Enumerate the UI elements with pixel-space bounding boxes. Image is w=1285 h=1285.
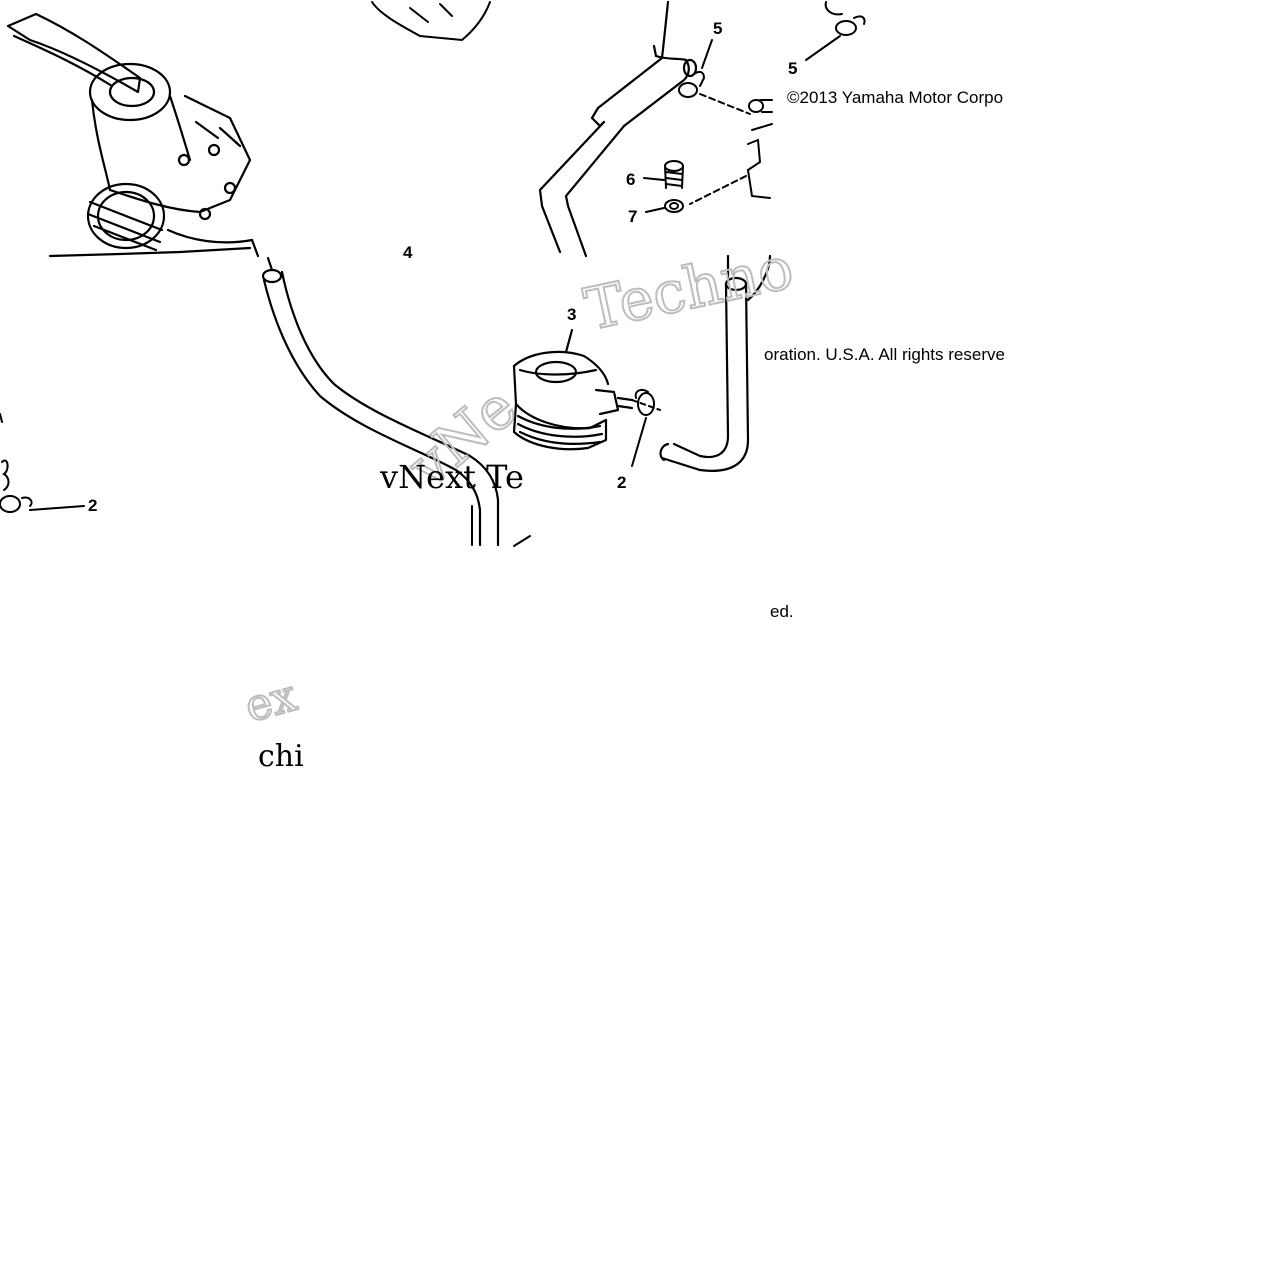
- washer-part-7-drawing: [645, 199, 684, 213]
- callout-6: 6: [626, 170, 635, 189]
- clamp-part-2-left-drawing: [0, 413, 85, 513]
- fuel-pump-part-3-drawing: [512, 328, 634, 451]
- hose-part-4-drawing: [261, 256, 500, 547]
- copyright-line-2: oration. U.S.A. All rights reserve: [764, 345, 1005, 364]
- engine-fragment-drawing: [371, 1, 491, 42]
- callout-5-upper: 5: [713, 19, 722, 38]
- watermark-text-ex: ex: [240, 670, 302, 732]
- bolt-part-6-drawing: [643, 160, 684, 189]
- clamp-part-2-drawing: [631, 389, 661, 467]
- watermark-text-chi: chi: [258, 739, 304, 774]
- watermark-text-techno: Techno: [579, 233, 799, 343]
- callout-2-left: 2: [88, 496, 97, 515]
- fitting-drawing: [689, 99, 773, 205]
- bracket-fragment-drawing: [471, 505, 531, 547]
- callout-5-right: 5: [788, 59, 797, 78]
- callout-2-right: 2: [617, 473, 626, 492]
- upper-hose-drawing: [538, 0, 698, 258]
- clamp-part-5-drawing: [678, 39, 751, 115]
- callout-4: 4: [403, 243, 413, 262]
- callout-7: 7: [628, 207, 637, 226]
- clamp-part-5-right-drawing: [805, 1, 866, 61]
- right-hose-drawing: [659, 254, 772, 472]
- carburetor-drawing: [6, 12, 260, 258]
- callout-3: 3: [567, 305, 576, 324]
- copyright-line-3: ed.: [770, 602, 794, 621]
- watermark-text-vnext: vNext Te: [379, 458, 524, 496]
- copyright-line-1: ©2013 Yamaha Motor Corpo: [787, 88, 1004, 107]
